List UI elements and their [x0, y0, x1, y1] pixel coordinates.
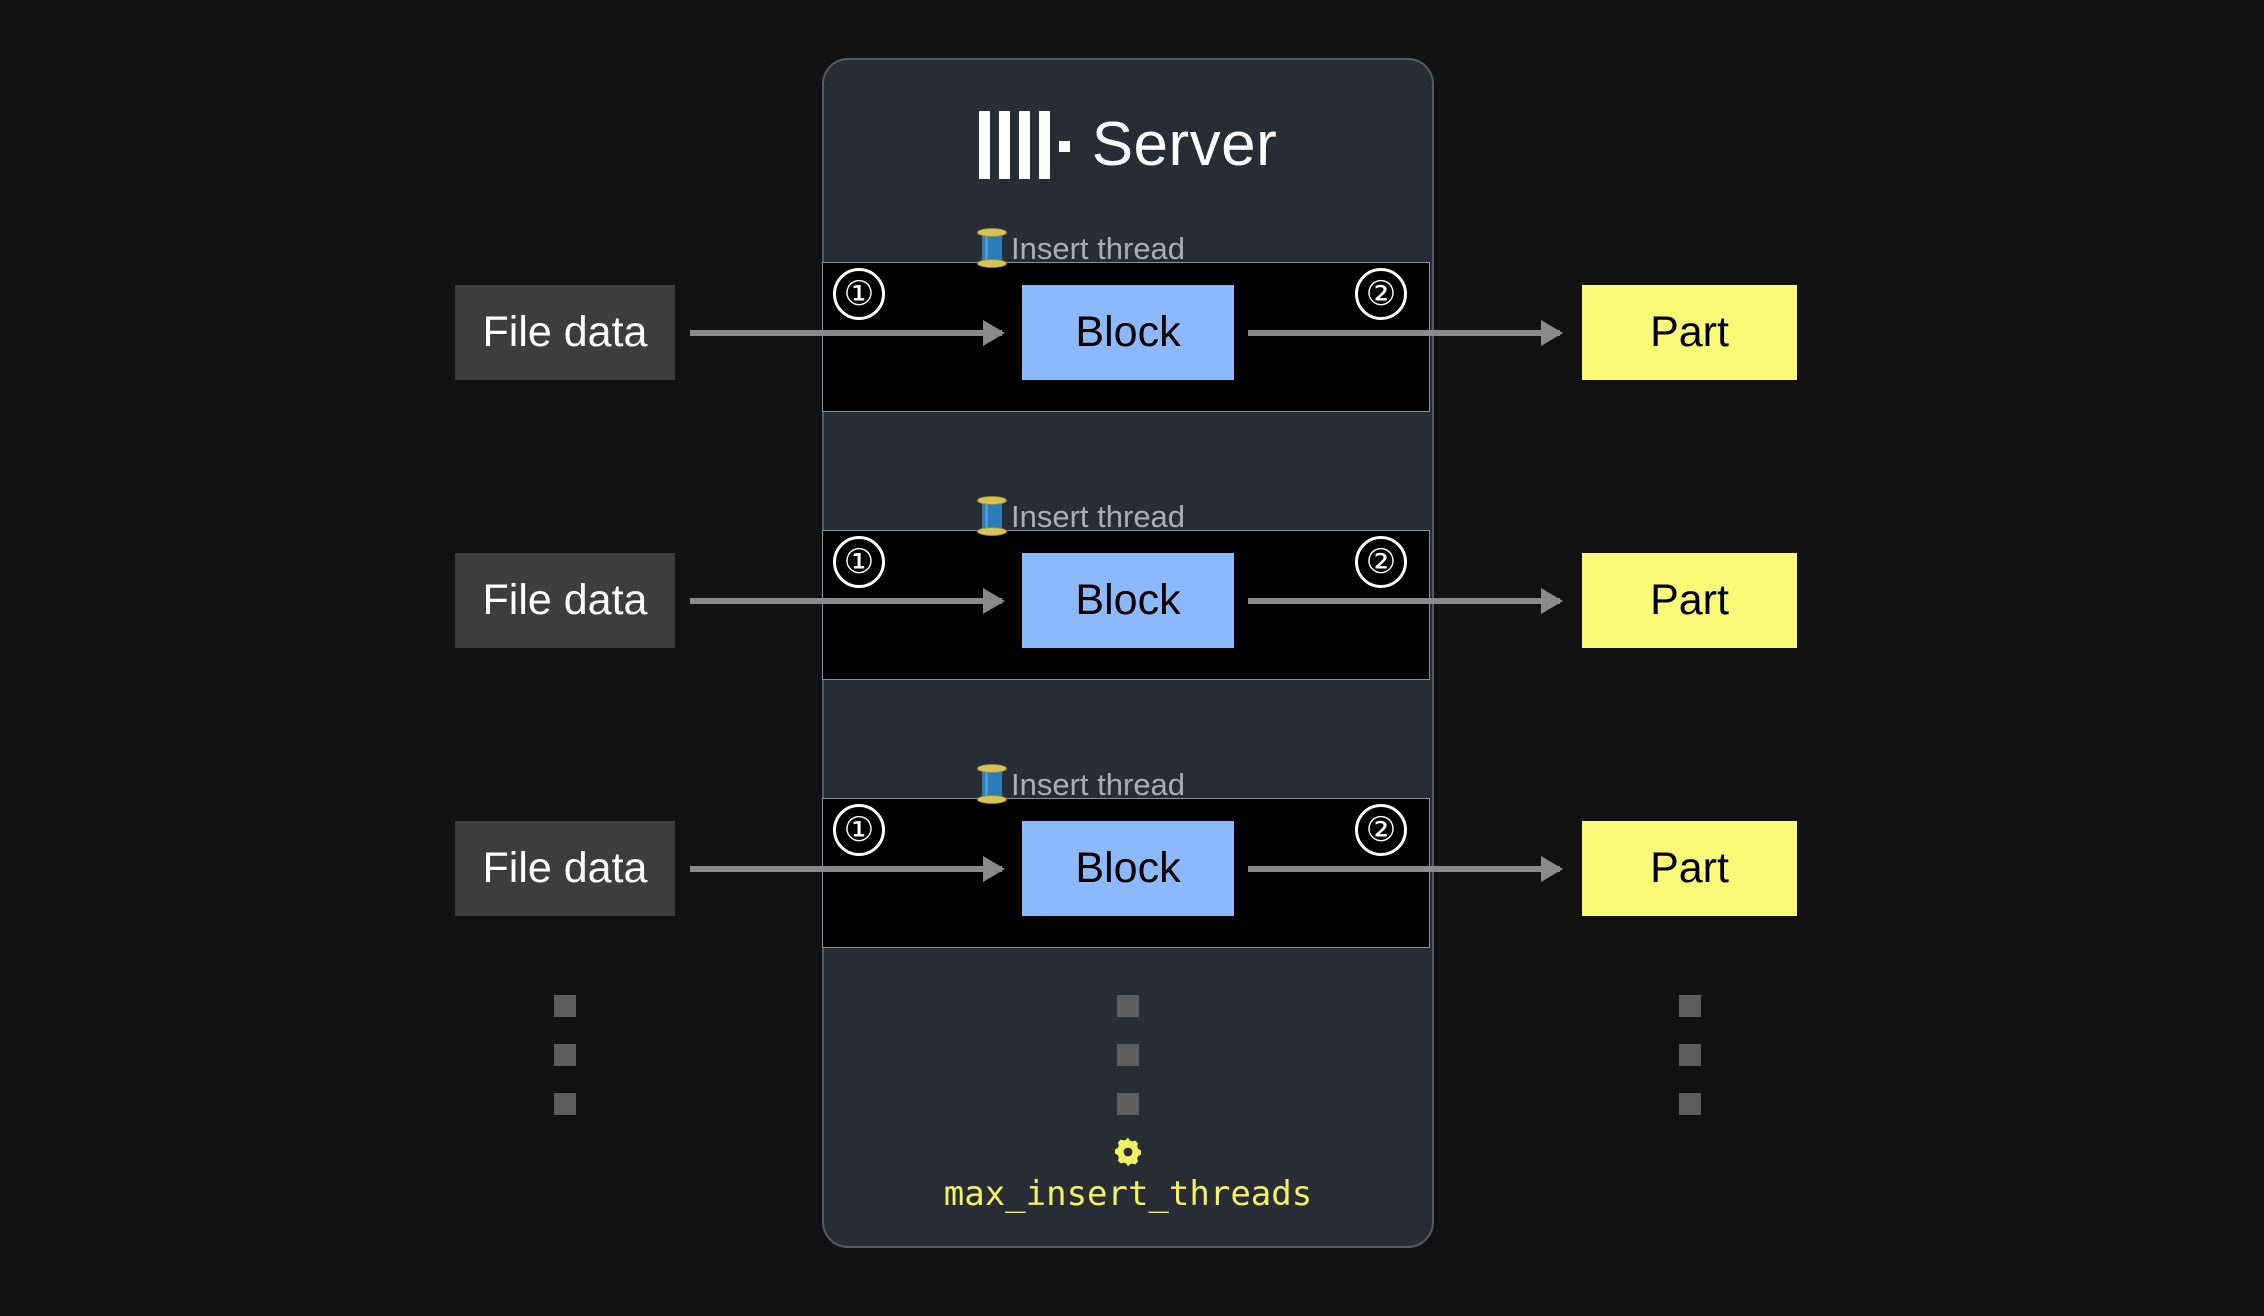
ellipsis-square	[1679, 1044, 1701, 1066]
block-box: Block	[1022, 553, 1234, 648]
file-data-box: File data	[455, 553, 675, 648]
part-box: Part	[1582, 285, 1797, 380]
setting-annotation: max_insert_threads	[822, 1135, 1434, 1211]
ellipsis-left	[554, 995, 576, 1115]
block-box: Block	[1022, 285, 1234, 380]
block-box: Block	[1022, 821, 1234, 916]
ellipsis-square	[1679, 1093, 1701, 1115]
ellipsis-square	[1679, 995, 1701, 1017]
ellipsis-square	[1117, 1044, 1139, 1066]
ellipsis-square	[554, 1044, 576, 1066]
ellipsis-square	[1117, 1093, 1139, 1115]
ellipsis-middle	[1117, 995, 1139, 1115]
ellipsis-square	[554, 995, 576, 1017]
file-data-box: File data	[455, 285, 675, 380]
file-data-box: File data	[455, 821, 675, 916]
arrow-file-to-block	[690, 330, 1002, 336]
setting-name: max_insert_threads	[943, 1174, 1313, 1214]
arrow-block-to-part	[1248, 330, 1560, 336]
arrow-file-to-block	[690, 866, 1002, 872]
gear-icon	[1114, 1137, 1142, 1167]
part-box: Part	[1582, 821, 1797, 916]
ellipsis-square	[1117, 995, 1139, 1017]
arrow-block-to-part	[1248, 598, 1560, 604]
arrow-block-to-part	[1248, 866, 1560, 872]
arrow-file-to-block	[690, 598, 1002, 604]
part-box: Part	[1582, 553, 1797, 648]
ellipsis-right	[1679, 995, 1701, 1115]
ellipsis-square	[554, 1093, 576, 1115]
